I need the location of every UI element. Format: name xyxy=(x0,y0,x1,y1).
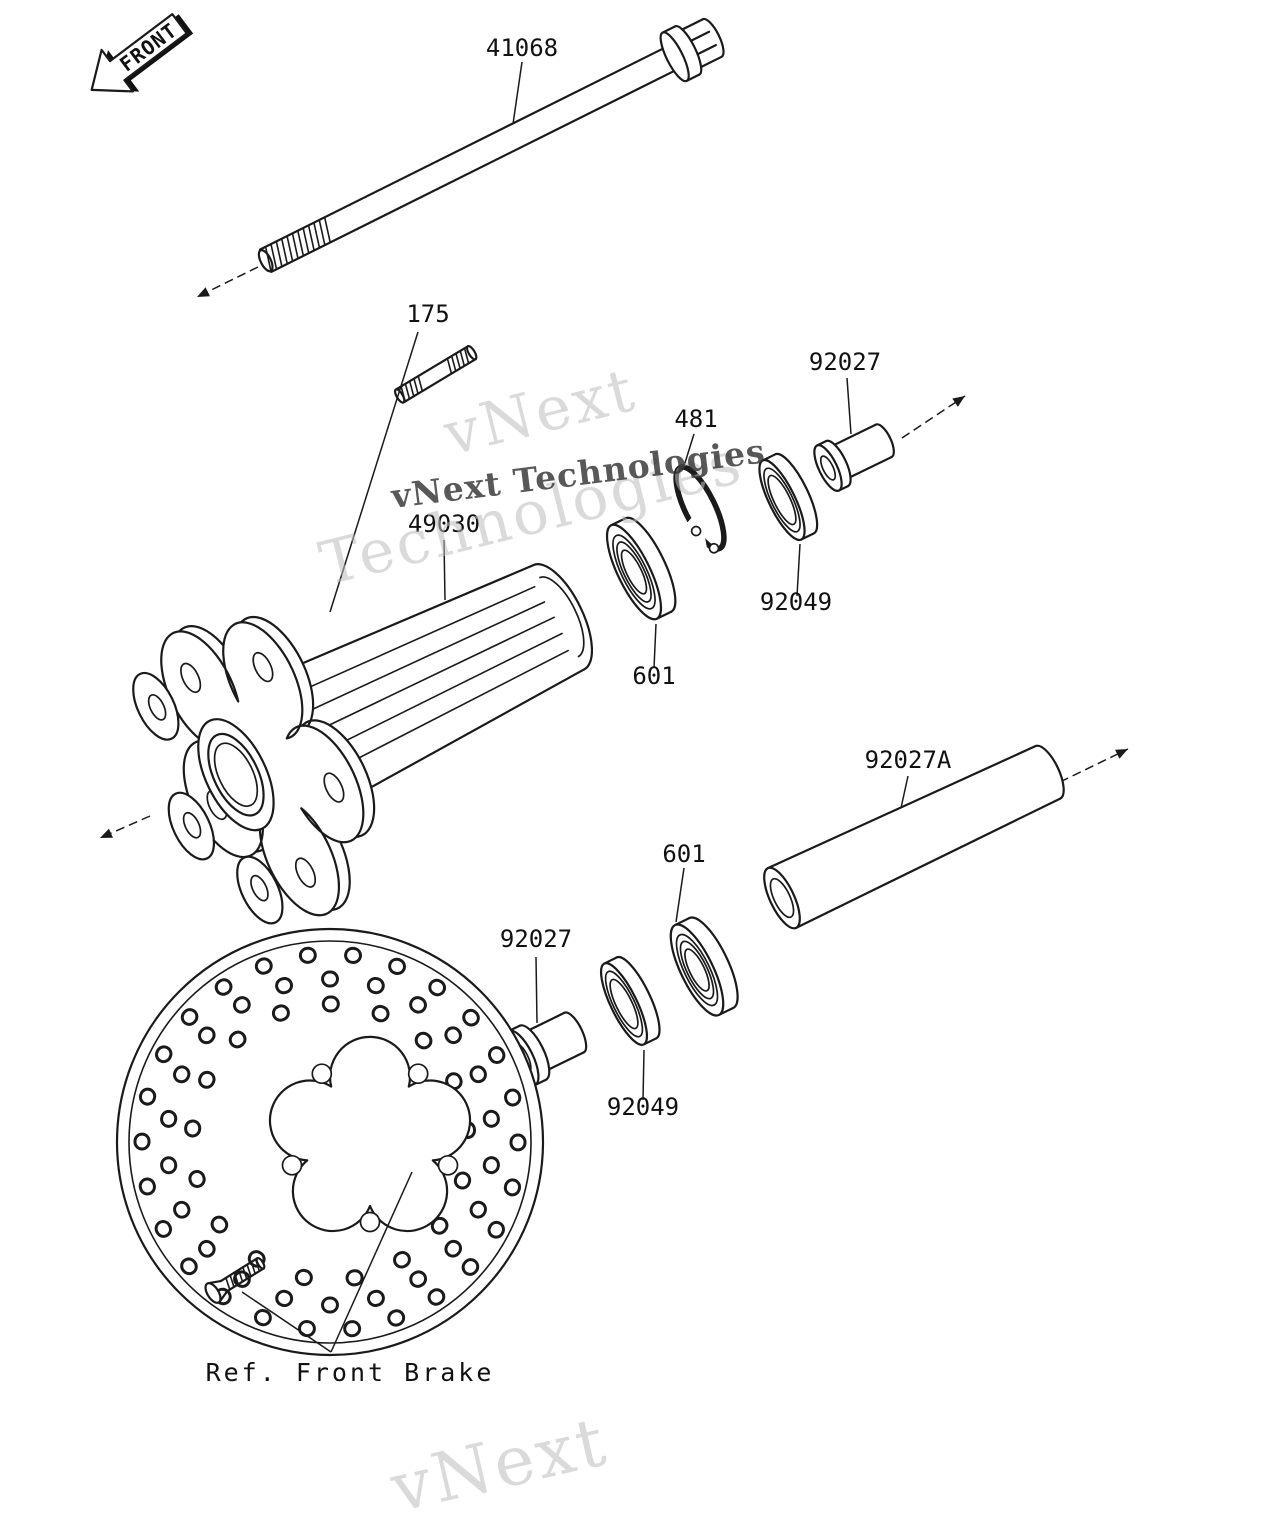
leader-seal-upper xyxy=(796,543,801,597)
part-label-seal-upper: 92049 xyxy=(760,588,832,616)
stud-end-far xyxy=(465,344,478,361)
disc-mount-hole xyxy=(359,1211,381,1233)
disc-hole-ring-outer xyxy=(133,945,527,1339)
disc-screw-drawing xyxy=(204,1256,266,1304)
disc-mount-hole xyxy=(437,1154,459,1176)
leader-axle xyxy=(512,61,523,125)
ref-front-brake-label: Ref. Front Brake xyxy=(206,1358,495,1387)
part-label-bearing-upper: 601 xyxy=(632,662,675,690)
disc-center-cutout xyxy=(268,1035,472,1233)
leader-seal-lower xyxy=(642,1049,645,1101)
axle-hex-facets xyxy=(676,18,723,71)
leader-bearing-lower xyxy=(675,867,685,923)
hub-bolt-hole xyxy=(292,855,320,890)
part-circlip-drawing xyxy=(662,464,727,572)
hub-bolt-hole xyxy=(320,770,348,805)
bearing-upper-bore xyxy=(620,549,648,595)
leader-ref-screw xyxy=(241,1291,332,1353)
screw-head xyxy=(204,1282,222,1304)
part-axle-drawing xyxy=(196,17,725,298)
part-label-hub: 49030 xyxy=(408,510,480,538)
part-sleeve-drawing xyxy=(763,744,1065,930)
seal-lower-bore xyxy=(609,978,639,1030)
leader-circlip xyxy=(683,433,695,467)
axle-centerline-arrow xyxy=(196,266,259,298)
part-seal-lower-drawing xyxy=(599,955,661,1046)
sleeve-bore xyxy=(769,877,795,919)
collar-upper-tube-sides xyxy=(827,423,893,481)
bearing-lower-bore xyxy=(684,948,710,992)
part-label-collar-upper: 92027 xyxy=(809,348,881,376)
screw-thread-ticks xyxy=(225,1258,261,1291)
part-label-bearing-lower: 601 xyxy=(662,840,705,868)
hub-centerline-arrow xyxy=(99,815,151,839)
part-label-sleeve: 92027A xyxy=(865,746,952,774)
circlip-gap xyxy=(662,508,712,572)
part-hub-drawing xyxy=(99,563,594,958)
circlip-hook xyxy=(708,542,720,554)
part-label-collar-lower: 92027 xyxy=(500,925,572,953)
hub-bolt-hole xyxy=(249,650,277,685)
leader-bearing-upper xyxy=(653,623,657,669)
front-arrow-shape xyxy=(90,13,188,93)
hub-barrel-flutes xyxy=(267,585,569,786)
stud-thread-ticks xyxy=(400,347,470,402)
disc-inner-rim xyxy=(128,940,532,1344)
disc-mount-hole xyxy=(311,1063,333,1085)
leader-ref-disc xyxy=(330,1171,413,1353)
disc-hole-ring-middle xyxy=(158,970,502,1314)
leader-collar-lower xyxy=(535,956,538,1024)
hub-ear-hole xyxy=(145,692,169,722)
axle-thread-ticks xyxy=(264,216,331,273)
sleeve-axis-arrow xyxy=(1059,748,1129,783)
leader-hub xyxy=(443,539,446,601)
hub-ear-hole xyxy=(180,810,204,840)
front-direction-arrow: FRONT xyxy=(90,13,194,93)
hub-ear-hole xyxy=(247,873,271,903)
part-label-seal-lower: 92049 xyxy=(607,1093,679,1121)
callouts: 41068 175 92027 481 92049 601 49030 9202… xyxy=(206,34,952,1387)
circlip-hook xyxy=(690,525,702,537)
axle-shaft xyxy=(259,44,682,273)
seal-upper-bore xyxy=(767,474,797,526)
brake-disc-drawing xyxy=(115,927,545,1357)
part-bearing-lower-drawing xyxy=(669,916,739,1017)
part-bearing-upper-drawing xyxy=(605,516,677,621)
part-label-stud: 175 xyxy=(406,300,449,328)
leader-sleeve xyxy=(900,775,909,809)
sleeve-fill xyxy=(767,746,1061,928)
disc-mount-hole xyxy=(407,1063,429,1085)
axle-washer-front xyxy=(659,31,690,83)
collar-upper-bore xyxy=(819,455,837,481)
leader-stud xyxy=(329,331,419,613)
disc-hole-ring-inner xyxy=(183,995,477,1289)
circlip-ring xyxy=(673,464,727,552)
leader-collar-upper xyxy=(846,377,852,435)
watermark-bottom: vNext xyxy=(383,1402,615,1528)
hub-bore-inner xyxy=(206,737,266,813)
part-collar-upper-drawing xyxy=(813,423,895,492)
upper-axis-arrow xyxy=(901,395,966,439)
part-label-axle: 41068 xyxy=(486,34,558,62)
axle-hex-body-fill xyxy=(677,19,722,70)
part-label-circlip: 481 xyxy=(674,405,717,433)
disc-mount-hole xyxy=(281,1154,303,1176)
part-seal-upper-drawing xyxy=(758,452,819,542)
hub-bolt-hole xyxy=(177,661,205,696)
